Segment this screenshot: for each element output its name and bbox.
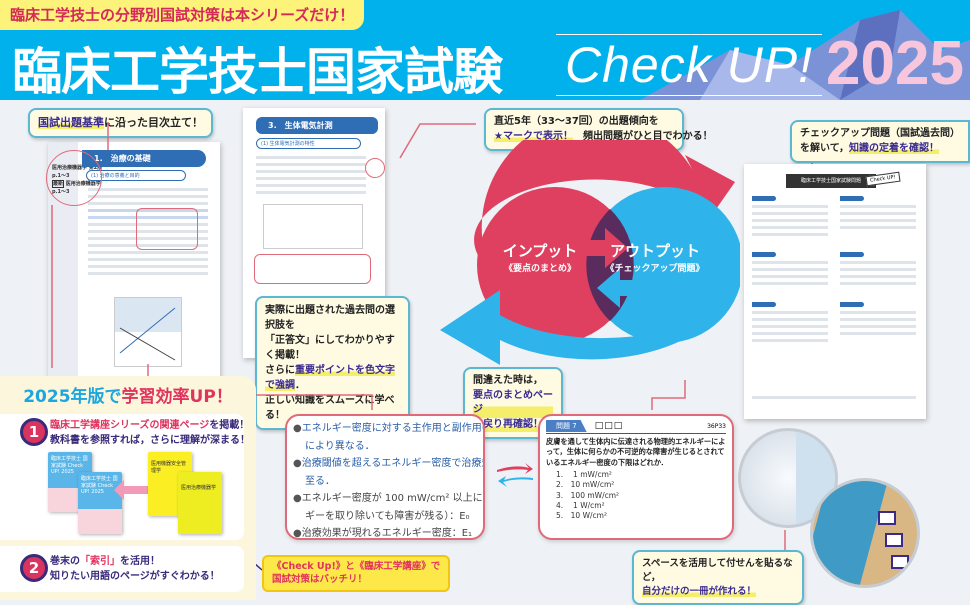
- feature-accent: 臨床工学講座シリーズの関連ページ: [50, 420, 210, 431]
- book-photo-sticky-notes: [810, 478, 920, 588]
- tagline: 臨床工学技士の分野別国試対策は本シリーズだけ！: [0, 0, 365, 30]
- chapter-number: 1.: [94, 154, 103, 163]
- edition-year: 2025: [826, 29, 964, 98]
- callout-combo: 《Check Up!》と《臨床工学講座》で 国試対策はバッチリ！: [262, 555, 451, 592]
- callout-text: 国試対策はバッチリ！: [272, 574, 368, 586]
- arrow-right-icon: [585, 228, 628, 268]
- checkup-book-cover-2: 臨床工学技士 国家試験 Check UP! 2025: [78, 472, 122, 534]
- callout-highlight: ★マークで表示！: [494, 130, 573, 142]
- callout-text: 「正答文」にしてわかりやすく掲載！: [265, 335, 395, 361]
- feature-accent: 「索引」: [80, 556, 120, 567]
- summary-bullet: ●エネルギー密度に対する主作用と副作用の直線の傾きは: [293, 423, 483, 434]
- swap-arrows-icon: [497, 463, 533, 487]
- summary-bullet-continuation: により異なる．: [305, 440, 375, 452]
- callout-text: ．: [295, 380, 305, 391]
- summary-bullet: ●エネルギー密度が 100 mW/cm² 以上になると，不可逆: [293, 493, 483, 504]
- callout-sticky: スペースを活用して付せんを貼るなど， 自分だけの一冊が作れる！: [632, 550, 804, 605]
- input-circle: [477, 187, 633, 343]
- textbook-cover-2: 医用治療機器学: [178, 472, 222, 534]
- answer-option: 1. 1 mW/cm²: [556, 470, 612, 480]
- output-label: アウトプット: [609, 242, 700, 260]
- callout-text: チェックアップ問題（国試過去問）: [800, 128, 960, 139]
- callout-text: 頻出問題がひと目でわかる！: [572, 130, 713, 142]
- callout-text: を解いて，: [800, 142, 849, 154]
- question-text: 皮膚を通して生体内に伝達される物理的エネルギーによって，生体に何らかの不可逆的な…: [546, 437, 726, 467]
- mountain-illustration: [640, 10, 970, 100]
- callout-answers: 実際に出題された過去問の選択肢を 「正答文」にしてわかりやすく掲載！ さらに重要…: [255, 296, 410, 430]
- input-sublabel: 《要点のまとめ》: [503, 264, 576, 274]
- feature-number-1: 1: [20, 418, 48, 446]
- answer-option: 2. 10 mW/cm²: [556, 480, 615, 490]
- chapter-number: 3.: [268, 121, 277, 130]
- callout-text: 直近5年（33～37回）の出題傾向を: [494, 116, 659, 127]
- callout-checkup: チェックアップ問題（国試過去問） を解いて，知識の定着を確認！: [790, 120, 970, 163]
- question-ref: 36P33: [707, 422, 726, 430]
- feature-number-2: 2: [20, 554, 48, 582]
- input-output-cycle-diagram: [440, 140, 740, 365]
- summary-bullet: ●治療閾値を超えるエネルギー密度で治療効果が現れ，反: [293, 458, 483, 469]
- feature-text: 教科書を参照すれば，さらに理解が深まる！: [50, 435, 250, 446]
- summary-page-preview-left: 医用治療機器学 第2版 p.1〜3 最新 医用治療機器学 p.1〜3 1. 治療…: [46, 142, 220, 377]
- answer-option: 3. 100 mW/cm²: [556, 490, 620, 500]
- callout-text: さらに: [265, 365, 295, 376]
- question-page-title: 臨床工学技士国家試験問題: [786, 174, 876, 188]
- input-label: インプット: [502, 242, 578, 260]
- panel-title-year: 2025年版で: [23, 387, 122, 407]
- callout-mistake: 間違えた時は， 要点のまとめページ に戻り再確認！: [463, 367, 563, 439]
- callout-highlight: 要点のまとめページ: [473, 388, 553, 418]
- callout-text: 正しい知識をスムーズに学べる！: [265, 395, 395, 421]
- summary-bullet-continuation: ギーを取り除いても障害が残る）：E₀: [305, 510, 470, 522]
- summary-bullet: ●治療効果が現れるエネルギー密度：E₁: [293, 528, 473, 539]
- chapter-title: 生体電気計測: [284, 121, 333, 130]
- output-circle: [587, 187, 740, 343]
- callout-highlight: 国試出題基準: [38, 116, 104, 129]
- question-checkboxes[interactable]: □□□: [594, 421, 624, 431]
- answer-option: 5. 10 W/cm²: [556, 510, 607, 520]
- callout-text: 実際に出題された過去問の選択肢を: [265, 305, 395, 331]
- feature-text: 知りたい用語のページがすぐわかる！: [50, 571, 220, 582]
- callout-highlight: に戻り再確認！: [473, 417, 553, 432]
- callout-text: 間違えた時は，: [473, 375, 543, 386]
- arrow-left-icon: [597, 268, 640, 308]
- header-banner: 臨床工学技士の分野別国試対策は本シリーズだけ！ 臨床工学技士国家試験 Check…: [0, 0, 970, 100]
- panel-title-accent: 学習効率UP！: [121, 387, 233, 407]
- feature-text: を活用！: [120, 556, 160, 567]
- input-arrow: [474, 140, 735, 270]
- feature-text: を掲載！: [209, 420, 250, 431]
- question-page-preview: 臨床工学技士国家試験問題 Check UP!: [744, 164, 926, 419]
- callout-toc: 国試出題基準に沿った目次立て！: [28, 108, 213, 138]
- feature-panel: 2025年版で学習効率UP！ 1 臨床工学講座シリーズの関連ページを掲載！ 教科…: [0, 376, 256, 600]
- double-arrow-icon: [114, 480, 158, 500]
- graph-figure: [114, 297, 182, 367]
- callout-highlight: 自分だけの一冊が作れる！: [642, 585, 757, 597]
- output-sublabel: 《チェックアップ問題》: [605, 264, 705, 274]
- output-arrow: [440, 290, 730, 365]
- question-card: 問題 7 □□□ 36P33 皮膚を通して生体内に伝達される物理的エネルギーによ…: [538, 414, 734, 540]
- callout-highlight: 知識の定着を確認！: [849, 142, 939, 154]
- callout-text: に沿った目次立て！: [104, 116, 203, 129]
- question-number: 問題 7: [546, 420, 587, 432]
- summary-bullet-continuation: 至る．: [305, 475, 335, 487]
- summary-excerpt: ●エネルギー密度に対する主作用と副作用の直線の傾きはにより異なる． ●治療閾値を超…: [285, 414, 485, 540]
- answer-option: 4. 1 W/cm²: [556, 500, 605, 510]
- callout-text: スペースを活用して付せんを貼るなど，: [642, 558, 793, 583]
- main-title: 臨床工学技士国家試験: [12, 43, 503, 100]
- feature-text: 巻末の: [50, 556, 80, 567]
- series-name: Check UP!: [556, 34, 822, 96]
- callout-text: 《Check Up!》と《臨床工学講座》で: [272, 561, 441, 572]
- section-heading: (1) 生体電気計測の特性: [256, 138, 361, 149]
- chapter-title: 治療の基礎: [110, 154, 151, 163]
